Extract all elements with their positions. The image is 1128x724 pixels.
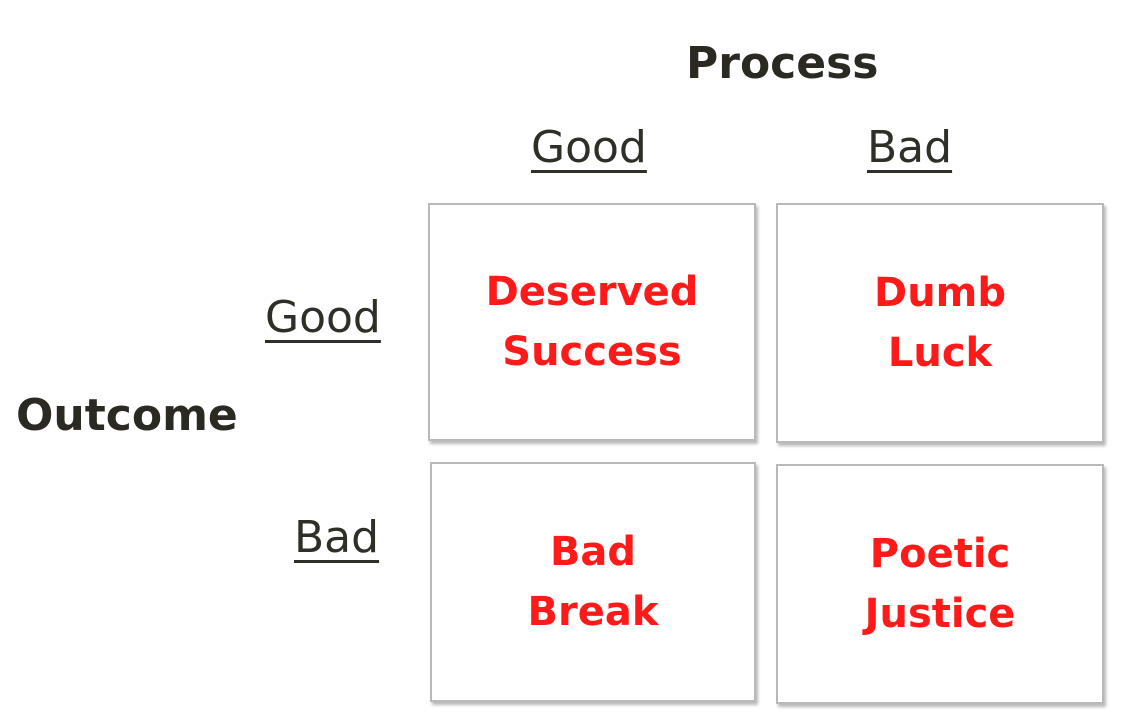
cell-deserved-success: Deserved Success xyxy=(428,203,756,441)
cell-dumb-luck: Dumb Luck xyxy=(776,203,1104,443)
cell-deserved-success-text: Deserved Success xyxy=(485,269,699,375)
cell-bad-break-text: Bad Break xyxy=(527,529,659,635)
outcome-axis-title: Outcome xyxy=(16,390,238,441)
cell-dumb-luck-text: Dumb Luck xyxy=(874,270,1006,376)
cell-poetic-justice: Poetic Justice xyxy=(776,464,1104,704)
process-axis-title: Process xyxy=(686,38,879,89)
column-label-bad: Bad xyxy=(867,122,953,173)
row-label-bad: Bad xyxy=(294,512,380,563)
column-label-good: Good xyxy=(531,122,647,173)
row-label-good: Good xyxy=(265,292,381,343)
cell-poetic-justice-text: Poetic Justice xyxy=(864,531,1016,637)
cell-bad-break: Bad Break xyxy=(430,462,756,702)
